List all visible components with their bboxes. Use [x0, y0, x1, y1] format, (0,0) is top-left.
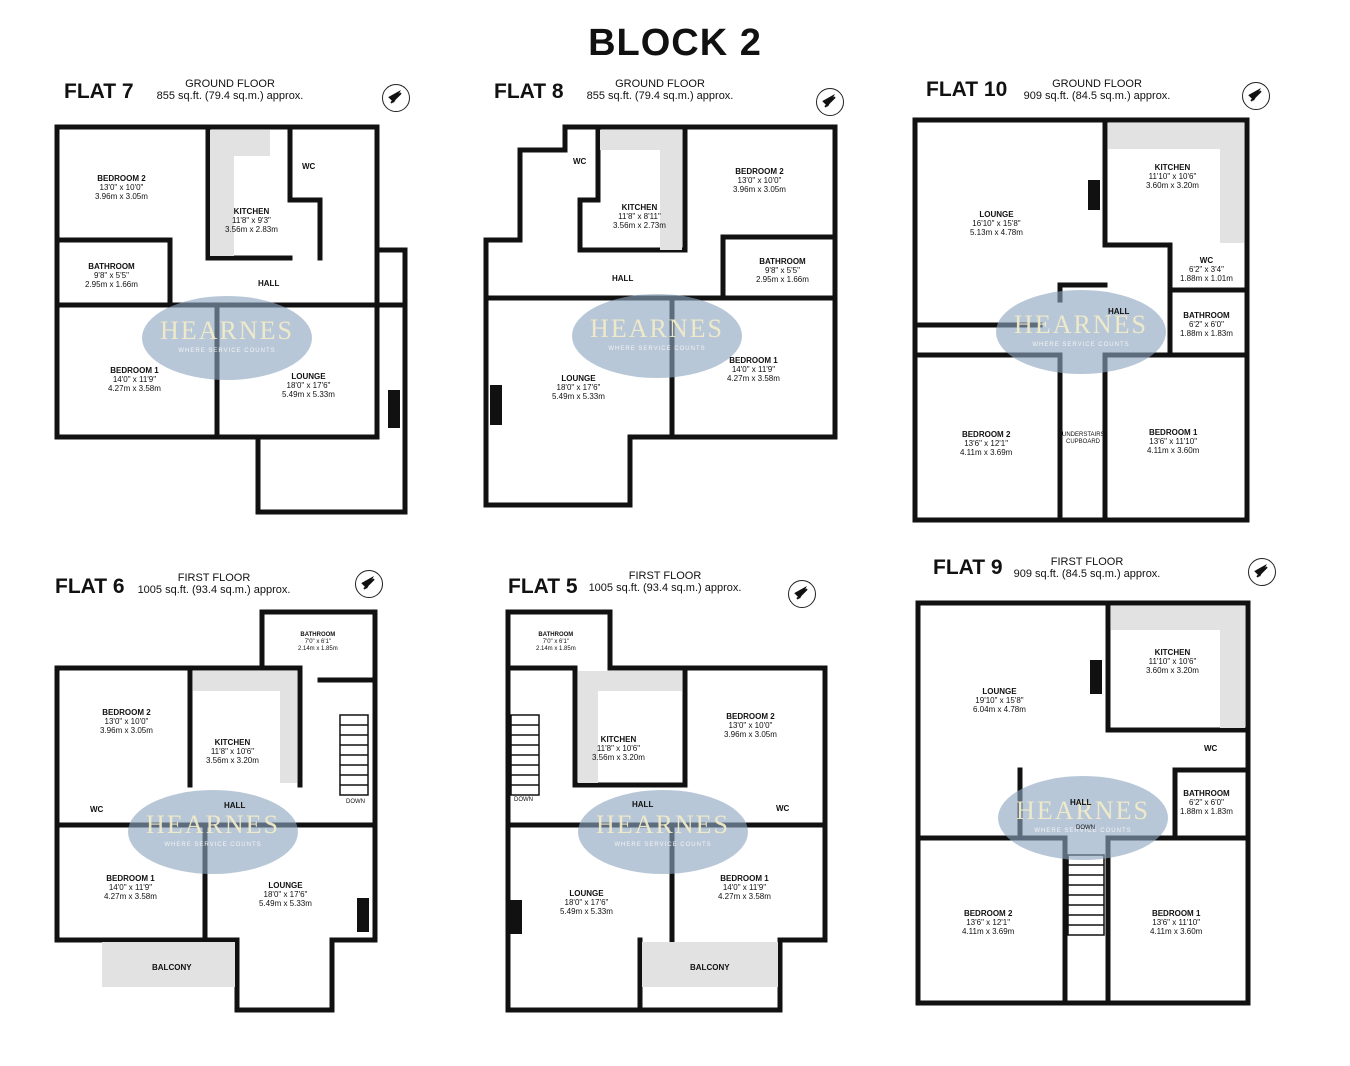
room-label: BALCONY — [690, 963, 730, 972]
room-label: UNDERSTAIRS CUPBOARD — [1062, 432, 1105, 445]
flat-label: FLAT 9 — [933, 556, 1003, 579]
compass-icon — [816, 88, 844, 116]
compass-icon — [382, 84, 410, 112]
page-title: BLOCK 2 — [588, 22, 762, 64]
room-label: HALL — [612, 274, 634, 283]
flat-label: FLAT 7 — [64, 80, 134, 103]
room-label: HALL — [224, 801, 246, 810]
room-label: WC — [302, 162, 316, 171]
compass-icon — [355, 570, 383, 598]
room-label: WC — [1204, 744, 1218, 753]
room-label: DOWN — [1076, 825, 1095, 831]
room-label: DOWN — [346, 799, 365, 805]
flat-label: FLAT 10 — [926, 78, 1008, 101]
room-label: HALL — [632, 800, 654, 809]
room-label: HALL — [1108, 307, 1130, 316]
room-label: WC — [573, 157, 587, 166]
room-label: WC — [90, 805, 104, 814]
room-label: BALCONY — [152, 963, 192, 972]
compass-icon — [788, 580, 816, 608]
compass-icon — [1248, 558, 1276, 586]
room-label: WC — [776, 804, 790, 813]
room-label: HALL — [258, 279, 280, 288]
flat-label: FLAT 6 — [55, 575, 125, 598]
flat-label: FLAT 5 — [508, 575, 578, 598]
room-label: DOWN — [514, 797, 533, 803]
flat-label: FLAT 8 — [494, 80, 564, 103]
compass-icon — [1242, 82, 1270, 110]
room-label: HALL — [1070, 798, 1092, 807]
